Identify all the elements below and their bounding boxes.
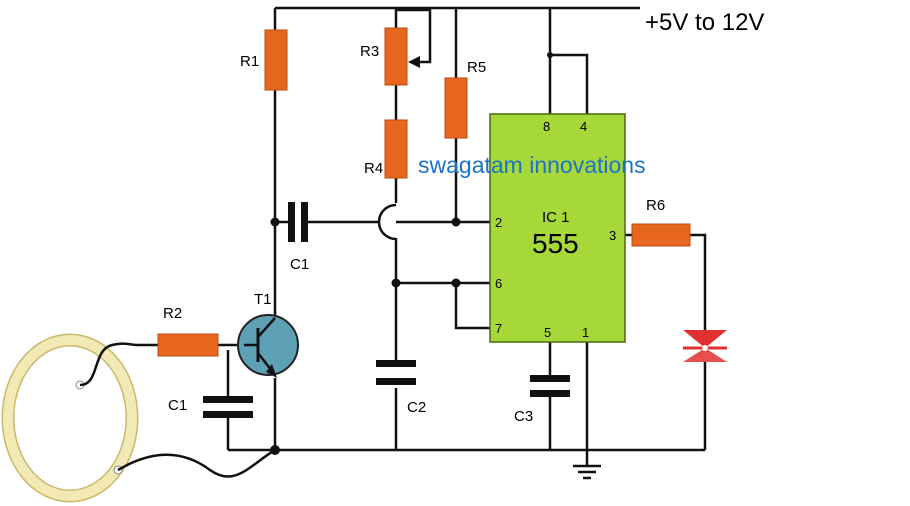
ground-symbol (573, 464, 601, 480)
ic-pin-6: 6 (495, 276, 502, 291)
label-r1: R1 (240, 53, 259, 70)
resistor-r3 (384, 27, 408, 86)
capacitor-c1-bottom (203, 396, 253, 418)
label-c1-coupling: C1 (290, 256, 309, 273)
label-r2: R2 (163, 305, 182, 322)
label-r4: R4 (364, 160, 383, 177)
ic-555-body (489, 113, 626, 343)
ic-pin-8: 8 (543, 119, 550, 134)
ic-pin-3: 3 (609, 228, 616, 243)
capacitor-c2 (376, 360, 416, 385)
ic-pin-1: 1 (582, 325, 589, 340)
label-r3: R3 (360, 43, 379, 60)
watermark-text: swagatam innovations (418, 152, 646, 178)
supply-voltage-label: +5V to 12V (645, 9, 764, 36)
capacitor-c1-coupling (288, 202, 308, 242)
ic-pin-7: 7 (495, 321, 502, 336)
label-r6: R6 (646, 197, 665, 214)
resistor-r4 (384, 119, 408, 179)
ic-pin-4: 4 (580, 119, 587, 134)
wires (138, 6, 707, 466)
label-t1: T1 (254, 291, 272, 308)
label-c2: C2 (407, 399, 426, 416)
ic-part-label: 555 (532, 228, 579, 259)
transistor-t1 (237, 314, 299, 378)
search-coil (1, 333, 276, 503)
capacitor-c3 (530, 375, 570, 397)
label-c1-bottom: C1 (168, 397, 187, 414)
ic-name-label: IC 1 (542, 209, 570, 226)
resistor-r6 (631, 223, 691, 247)
ic-pin-5: 5 (544, 325, 551, 340)
ic-pin-2: 2 (495, 215, 502, 230)
label-c3: C3 (514, 408, 533, 425)
led (683, 330, 727, 362)
potentiometer-wiper-arrow (408, 56, 420, 68)
wire-crossover (377, 203, 397, 241)
junction-dots (270, 52, 553, 455)
resistor-r1 (264, 29, 288, 91)
resistor-r2 (157, 333, 219, 357)
resistor-r5 (444, 77, 468, 139)
label-r5: R5 (467, 59, 486, 76)
